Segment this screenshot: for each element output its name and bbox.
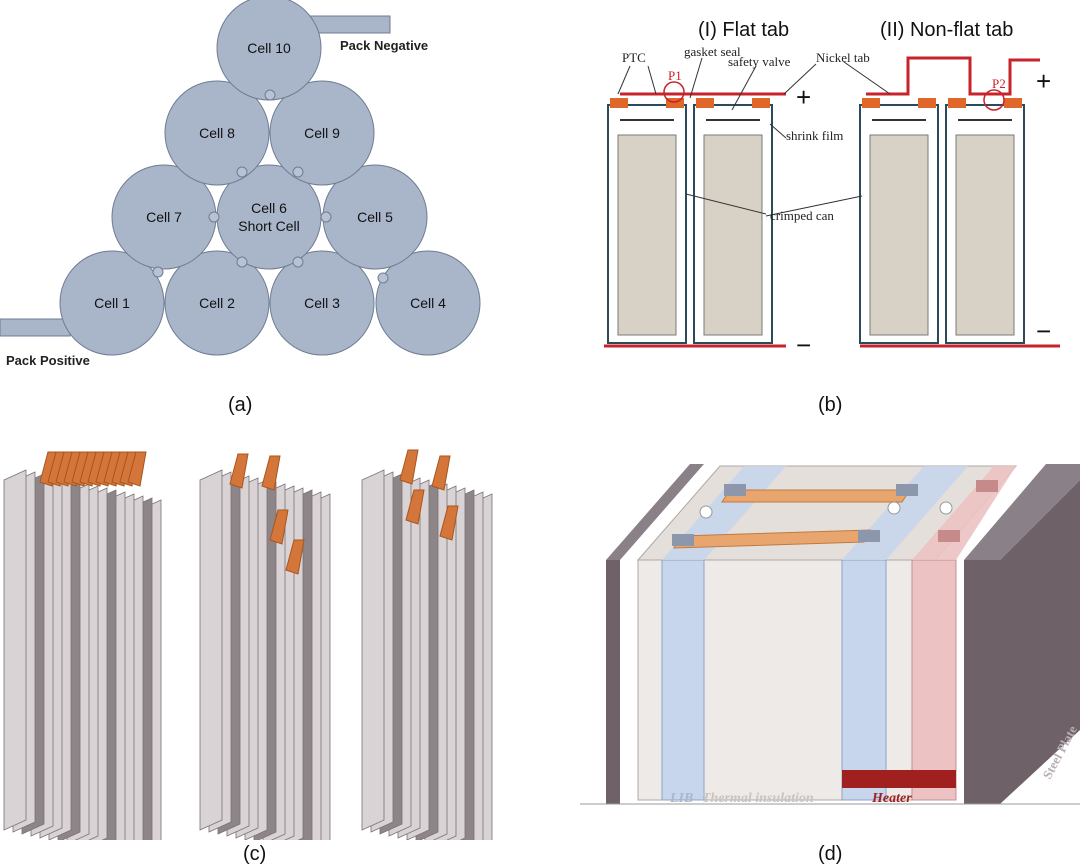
steel-plate-right [964, 480, 1080, 804]
stack-corner-tabs [361, 449, 493, 840]
electrode-tab [405, 489, 425, 525]
label-heater: Heater [871, 791, 912, 806]
cell-label-6: Cell 6 [251, 200, 287, 216]
electrode-tab [229, 453, 249, 489]
cell-label-3: Cell 3 [304, 295, 340, 311]
blue-band-left [661, 559, 705, 801]
label-nickel-tab: Nickel tab [816, 50, 870, 65]
electrode-tab [439, 505, 459, 541]
label-lib: LIB [669, 791, 693, 806]
cell-9 [269, 80, 375, 186]
caption-c: (c) [243, 843, 267, 865]
panel-d: LIB Thermal insulation Heater Steel Plat… [580, 450, 1080, 820]
caption-a: (a) [228, 394, 253, 416]
contact-dot [292, 256, 304, 268]
cell-label-8: Cell 8 [199, 125, 235, 141]
title-nonflat-tab: (II) Non-flat tab [880, 19, 1013, 41]
tab-design-diagram: (I) Flat tab (II) Non-flat tab [604, 19, 1060, 360]
terminal-plus-flat: + [796, 82, 811, 112]
pack-positive-label: Pack Positive [6, 353, 90, 368]
label-ptc: PTC [622, 50, 646, 65]
pink-band [911, 559, 957, 801]
terminal-minus-flat: − [796, 330, 811, 360]
heater-block [842, 770, 956, 788]
cell-label-9: Cell 9 [304, 125, 340, 141]
electrode-tab [285, 539, 305, 575]
terminal-plus-nonflat: + [1036, 66, 1051, 96]
short-cell-label: Short Cell [238, 218, 299, 234]
contact-dot [264, 89, 276, 101]
cell-label-7: Cell 7 [146, 209, 182, 225]
electrode-tab [261, 455, 281, 491]
terminal-minus-nonflat: − [1036, 316, 1051, 346]
electrode-tab [431, 455, 451, 491]
panel-a: Cell 1 Cell 2 Cell 3 Cell 4 Cell 5 Cell 6 Shor… [0, 0, 520, 380]
cell-1 [59, 250, 165, 356]
contact-dot [208, 211, 220, 223]
caption-d: (d) [818, 843, 843, 865]
stack-full-tabs [3, 451, 162, 840]
label-p2: P2 [992, 76, 1006, 91]
cell-pack-diagram: Cell 1 Cell 2 Cell 3 Cell 4 Cell 5 Cell 6 Shor… [0, 0, 481, 368]
cell-3 [269, 250, 375, 356]
electrode-tab [269, 509, 289, 545]
stack-center-tabs [199, 453, 331, 840]
cell-2 [164, 250, 270, 356]
cylindrical-cells [607, 98, 1025, 344]
contact-dot [377, 272, 389, 284]
cell-8 [164, 80, 270, 186]
label-safety-valve: safety valve [728, 54, 791, 69]
electrode-layer [3, 469, 27, 831]
panel-c [0, 430, 520, 840]
pouch-stack-diagrams [3, 449, 493, 840]
cell-label-2: Cell 2 [199, 295, 235, 311]
blue-band-right [841, 559, 887, 801]
cell-label-4: Cell 4 [410, 295, 446, 311]
label-gasket-seal: gasket seal [684, 44, 741, 59]
pack-negative-label: Pack Negative [340, 38, 428, 53]
cell-label-5: Cell 5 [357, 209, 393, 225]
contact-dot [236, 256, 248, 268]
label-p1: P1 [668, 68, 682, 83]
nickel-tabs [604, 56, 1060, 348]
contact-dot [236, 166, 248, 178]
label-crimped-can: crimped can [770, 208, 834, 223]
contact-dot [152, 266, 164, 278]
steel-plate-left [606, 560, 620, 804]
cell-circles: Cell 1 Cell 2 Cell 3 Cell 4 Cell 5 Cell 6 Shor… [59, 0, 481, 356]
electrode-tab [127, 451, 147, 487]
cell-4 [375, 250, 481, 356]
electrode-layer [199, 469, 223, 831]
electrode-layer [361, 469, 385, 831]
contact-dot [292, 166, 304, 178]
label-thermal-insulation: Thermal insulation [702, 791, 814, 806]
label-shrink-film: shrink film [786, 128, 843, 143]
pack-positive-lead [0, 318, 71, 337]
contact-dots [152, 89, 389, 284]
contact-dot [320, 211, 332, 223]
cell-label-10: Cell 10 [247, 40, 291, 56]
thermal-test-fixture: LIB Thermal insulation Heater Steel Plat… [580, 464, 1080, 806]
caption-b: (b) [818, 394, 843, 416]
title-flat-tab: (I) Flat tab [698, 19, 789, 41]
cell-label-1: Cell 1 [94, 295, 130, 311]
electrode-tab [399, 449, 419, 485]
panel-b: (I) Flat tab (II) Non-flat tab [590, 10, 1080, 360]
